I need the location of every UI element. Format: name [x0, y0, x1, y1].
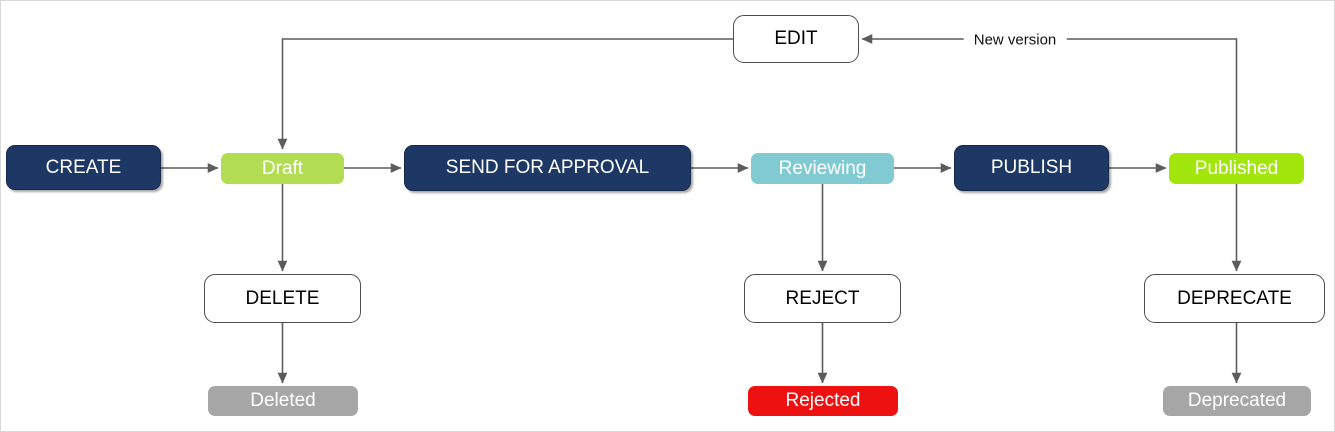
create-node-label: CREATE [45, 156, 122, 178]
published-state: Published [1169, 153, 1304, 184]
deprecate-node: DEPRECATE [1144, 274, 1325, 323]
published-state-label: Published [1194, 157, 1279, 179]
publish-node-label: PUBLISH [990, 157, 1073, 178]
reject-node-label: REJECT [785, 287, 860, 309]
reviewing-state-label: Reviewing [778, 157, 867, 179]
edge-published-edit [861, 34, 1238, 153]
create-node: CREATE [6, 145, 161, 190]
deleted-state-label: Deleted [250, 390, 316, 411]
new-version-edge-label: New version [963, 31, 1067, 49]
deleted-state: Deleted [208, 386, 358, 416]
deprecate-node-label: DEPRECATE [1177, 287, 1292, 309]
delete-node-label: DELETE [245, 287, 320, 309]
edge-edit-draft [277, 38, 733, 150]
send-for-approval-node: SEND FOR APPROVAL [404, 145, 691, 191]
draft-state: Draft [221, 153, 344, 184]
publish-node: PUBLISH [954, 145, 1109, 191]
deprecated-state: Deprecated [1163, 386, 1311, 416]
rejected-state: Rejected [748, 386, 898, 416]
deprecated-state-label: Deprecated [1187, 390, 1287, 411]
rejected-state-label: Rejected [785, 390, 861, 411]
edit-node-label: EDIT [774, 28, 818, 49]
send-for-approval-node-label: SEND FOR APPROVAL [445, 157, 650, 178]
delete-node: DELETE [204, 274, 361, 323]
reject-node: REJECT [744, 274, 901, 323]
draft-state-label: Draft [261, 157, 304, 179]
edit-node: EDIT [733, 15, 859, 63]
reviewing-state: Reviewing [751, 153, 894, 184]
